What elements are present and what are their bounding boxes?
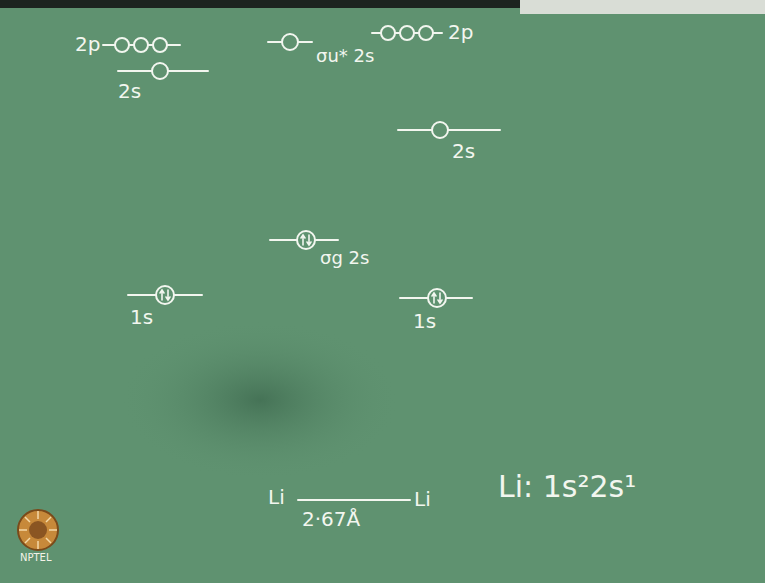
orbital-circle xyxy=(152,63,168,79)
orbital-circle xyxy=(115,38,129,52)
nptel-logo xyxy=(18,510,58,550)
orbital-label: 2s xyxy=(452,140,475,163)
chalk-smudge xyxy=(120,320,400,480)
orbital-circle xyxy=(282,34,298,50)
orbital-label: 2p xyxy=(75,33,100,56)
orbital-circle xyxy=(428,289,446,307)
orbital-circle xyxy=(381,26,395,40)
orbital-circle xyxy=(156,286,174,304)
orbital-label: 2s xyxy=(118,80,141,103)
logo-rays xyxy=(19,511,57,549)
orbital-circle xyxy=(432,122,448,138)
electron-pair xyxy=(301,235,311,245)
electron-configuration: Li: 1s²2s¹ xyxy=(498,470,636,505)
orbital-label: 1s xyxy=(413,310,436,333)
orbital-label: 2p xyxy=(448,21,473,44)
logo-text: NPTEL xyxy=(20,552,52,564)
atom-label: Li xyxy=(414,488,431,511)
logo-disc xyxy=(18,510,58,550)
orbital-circle xyxy=(297,231,315,249)
electron-pairs xyxy=(160,235,442,303)
orbital-circle xyxy=(419,26,433,40)
dimension-label: 2·67Å xyxy=(302,508,360,531)
mo-label: σu* 2s xyxy=(316,46,374,67)
logo-center xyxy=(29,521,47,539)
orbital-circle xyxy=(153,38,167,52)
electron-pair xyxy=(432,293,442,303)
wall-strip xyxy=(520,0,765,14)
orbital-label: 1s xyxy=(130,306,153,329)
energy-levels xyxy=(103,26,500,500)
orbital-circle xyxy=(134,38,148,52)
orbital-circle xyxy=(400,26,414,40)
bond-line xyxy=(298,499,410,501)
mo-label: σg 2s xyxy=(320,248,369,269)
atom-label: Li xyxy=(268,486,285,509)
electron-pair xyxy=(160,290,170,300)
